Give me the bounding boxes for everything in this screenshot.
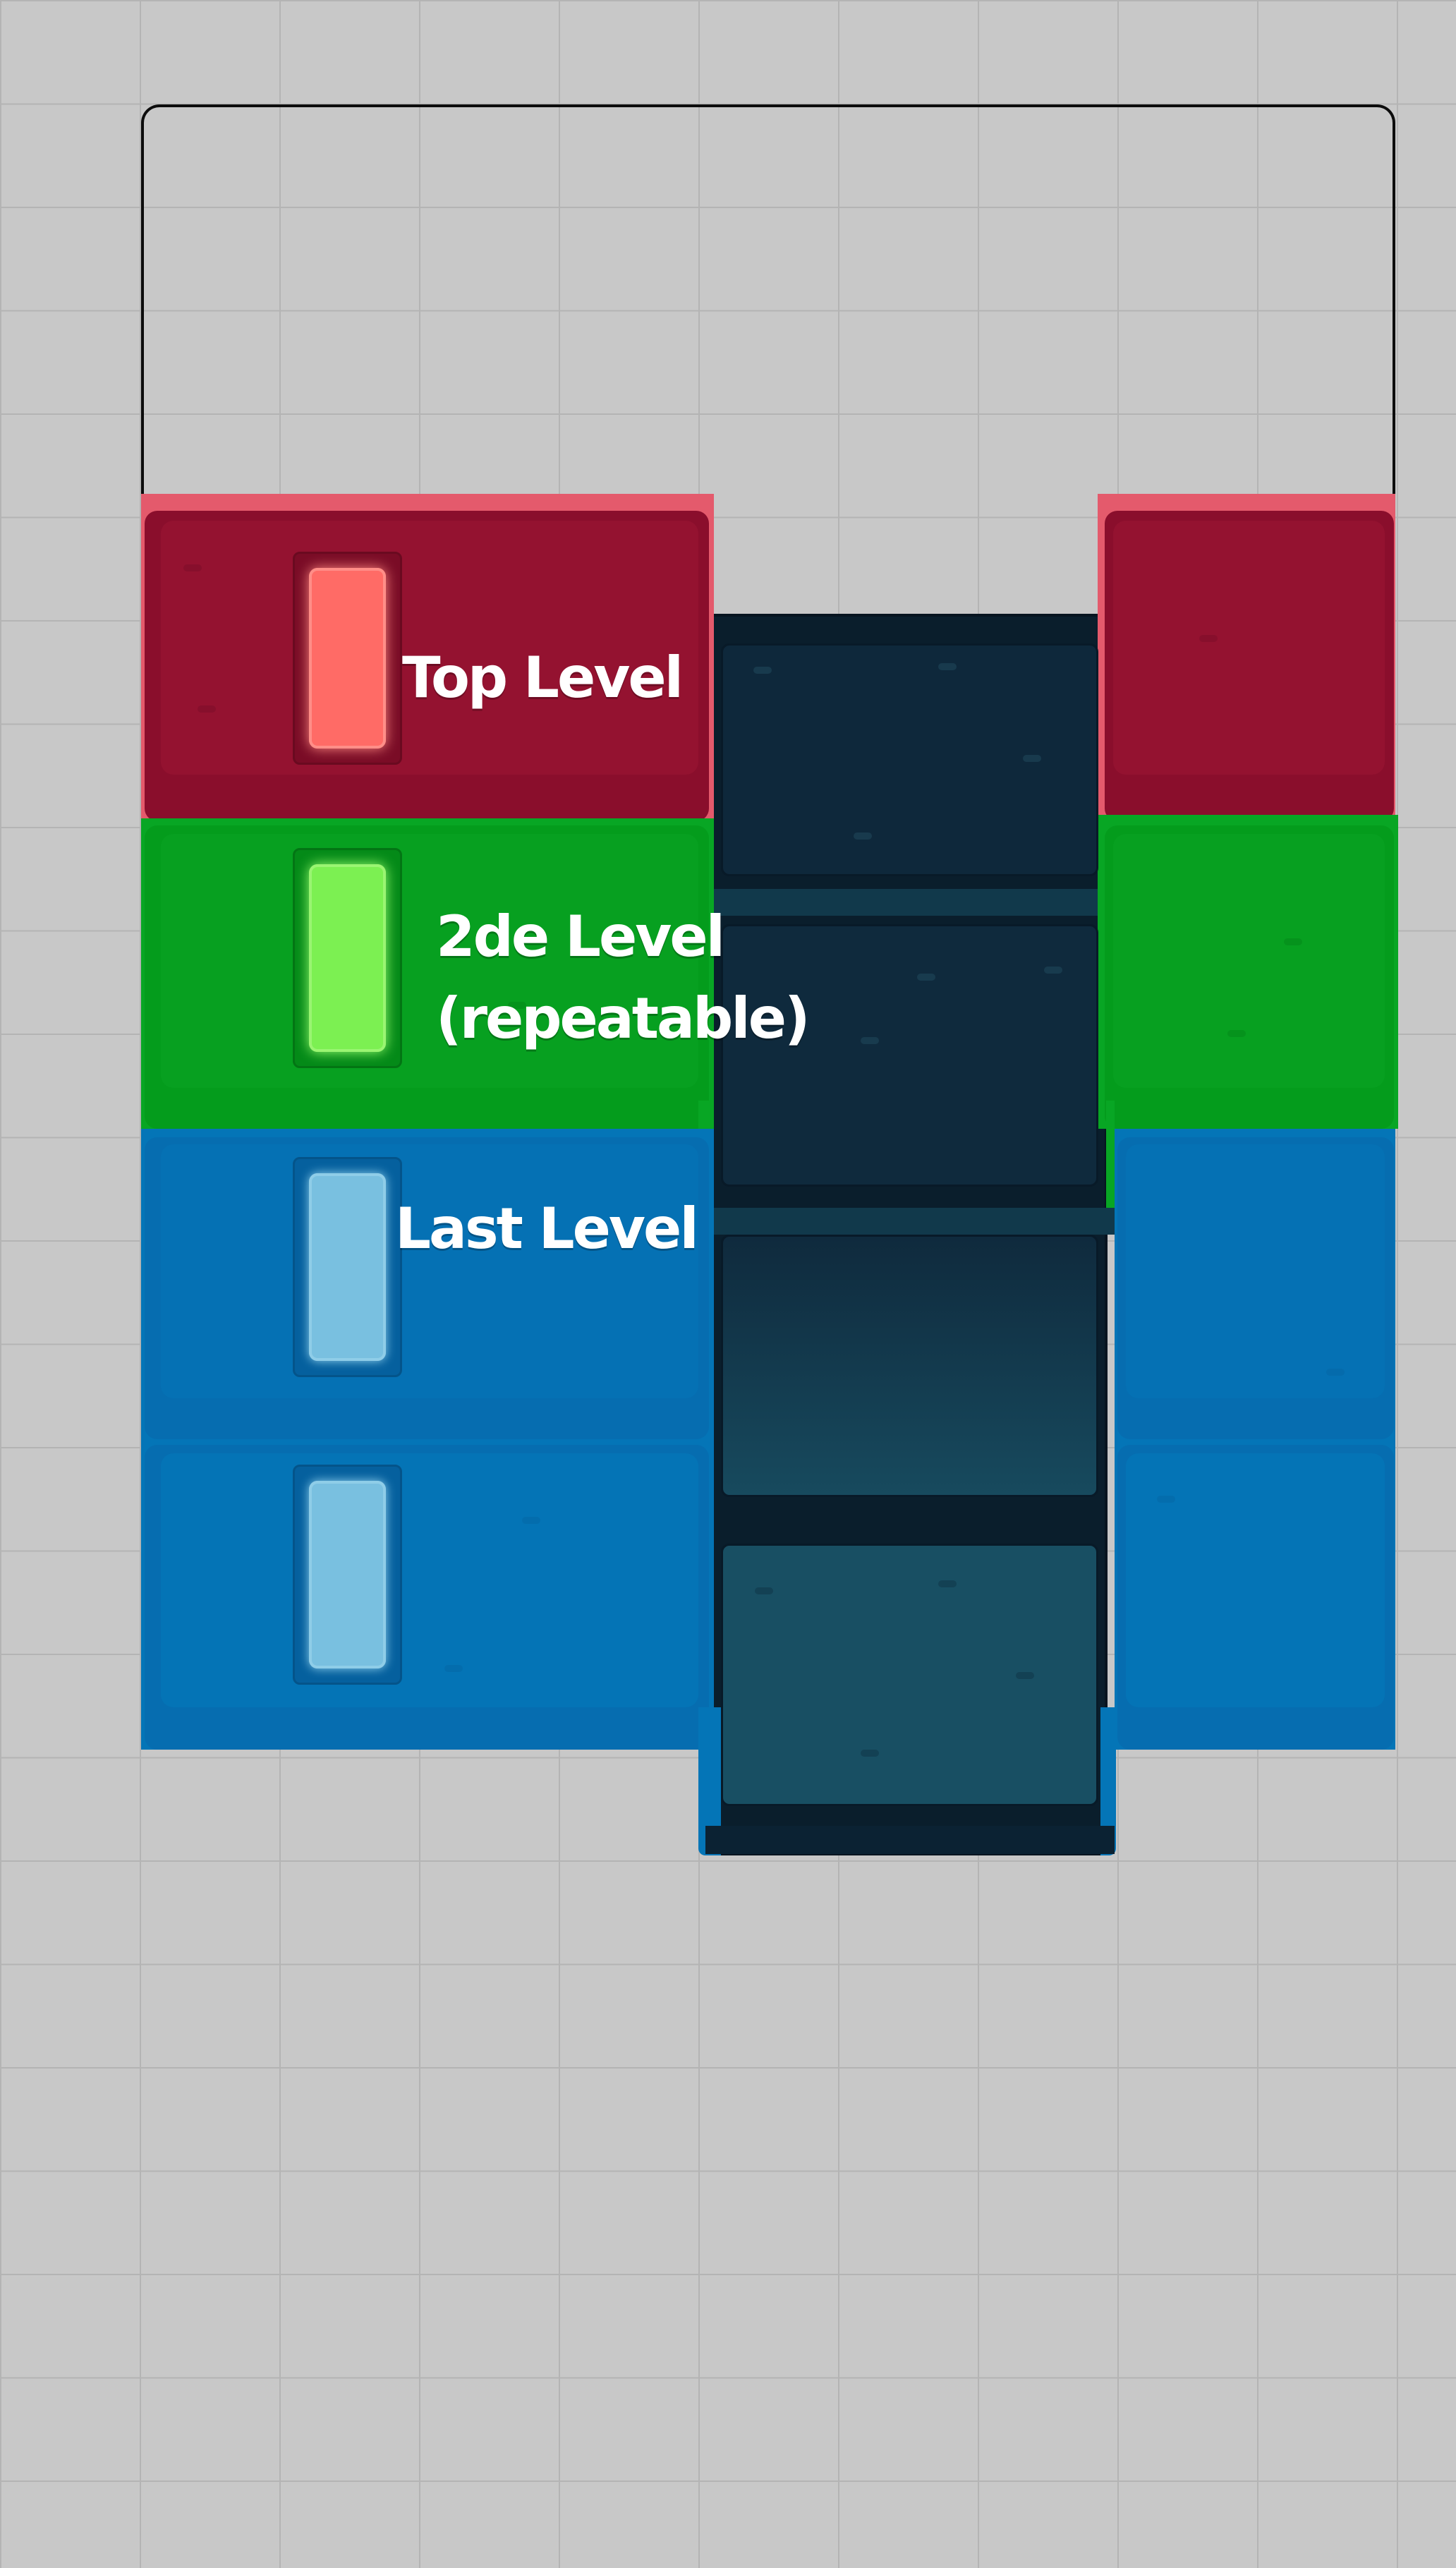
middle-level-label-line1: 2de Level bbox=[436, 904, 725, 969]
middle-level-indicator-bulb bbox=[309, 864, 386, 1052]
middle-level-bridge bbox=[705, 1208, 1115, 1235]
middle-level-right-lip bbox=[1106, 1101, 1115, 1235]
slot-speck bbox=[938, 663, 957, 670]
top-level-indicator bbox=[293, 552, 402, 765]
top-level-bridge bbox=[705, 889, 1115, 916]
last-level-label: Last Level bbox=[395, 1196, 699, 1261]
top-level-left-inner bbox=[161, 521, 698, 775]
bottom-level-base-right bbox=[1100, 1707, 1116, 1855]
slot-cell-overlay-1 bbox=[721, 643, 1098, 876]
slot-speck bbox=[861, 1750, 879, 1757]
middle-level-label-line2: (repeatable) bbox=[436, 986, 811, 1051]
slot-cell-overlay-3 bbox=[721, 1235, 1098, 1497]
slot-speck bbox=[755, 1587, 773, 1594]
slot-speck bbox=[861, 1037, 879, 1044]
slot-speck bbox=[938, 1580, 957, 1587]
wing-speck bbox=[508, 1002, 526, 1009]
container-outline bbox=[141, 104, 1395, 838]
middle-level-right-inner bbox=[1113, 834, 1385, 1088]
bottom-level-right-inner bbox=[1126, 1453, 1385, 1707]
last-level-left-inner bbox=[161, 1144, 698, 1398]
top-level-label: Top Level bbox=[402, 645, 684, 710]
slot-cell-overlay-2 bbox=[721, 924, 1098, 1187]
last-level-right-inner bbox=[1126, 1144, 1385, 1398]
wing-speck bbox=[444, 1665, 463, 1672]
last-level-indicator-bulb bbox=[309, 1173, 386, 1361]
slot-speck bbox=[1023, 755, 1041, 762]
slot-cell-overlay-4 bbox=[721, 1544, 1098, 1806]
middle-level-left-inner bbox=[161, 834, 698, 1088]
wing-speck bbox=[183, 564, 202, 571]
bottom-level-indicator bbox=[293, 1465, 402, 1685]
wing-speck bbox=[1199, 635, 1218, 642]
bottom-level-indicator-bulb bbox=[309, 1481, 386, 1668]
slot-speck bbox=[854, 832, 872, 840]
wing-speck bbox=[198, 705, 216, 713]
top-level-right-inner bbox=[1113, 521, 1385, 775]
bottom-level-left-inner bbox=[161, 1453, 698, 1707]
bottom-level-base bbox=[705, 1826, 1115, 1854]
wing-speck bbox=[1284, 938, 1302, 945]
wing-speck bbox=[1326, 1369, 1345, 1376]
wing-speck bbox=[522, 1517, 540, 1524]
middle-level-indicator bbox=[293, 848, 402, 1068]
slot-speck bbox=[1016, 1672, 1034, 1679]
wing-speck bbox=[1227, 1030, 1246, 1037]
slot-speck bbox=[753, 667, 772, 674]
slot-speck bbox=[917, 974, 935, 981]
last-level-indicator bbox=[293, 1157, 402, 1377]
slot-speck bbox=[1044, 967, 1062, 974]
top-level-indicator-bulb bbox=[309, 568, 386, 749]
wing-speck bbox=[1157, 1496, 1175, 1503]
